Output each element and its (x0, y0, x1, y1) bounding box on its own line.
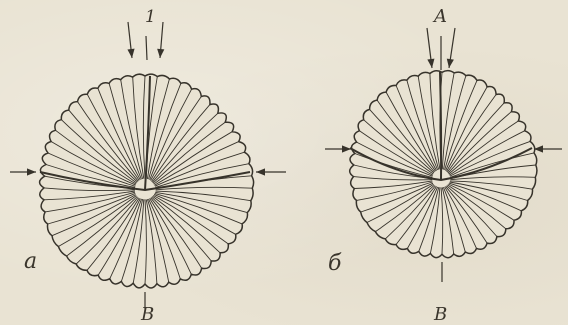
figure-a-caption: а (24, 249, 37, 274)
fig-a-arrow-top-left (127, 22, 134, 58)
fig-b-arrow-top-right (447, 28, 455, 68)
figure-a-bottom-label: B (140, 304, 154, 325)
fig-a-arrow-left-head (27, 168, 36, 175)
fig-b-arrow-top-right-head (447, 59, 454, 68)
fig-a-arrow-right-head (256, 168, 265, 175)
fig-a-arrow-right (256, 168, 286, 175)
fig-a-arrow-top-left-head (127, 49, 134, 58)
figure-b-top-label: A (432, 6, 447, 27)
fig-b-arrow-left (325, 145, 351, 152)
figure-b-caption: б (328, 251, 342, 276)
fig-b-arrow-right-head (534, 145, 543, 152)
fig-a-arrow-top-right (157, 22, 164, 58)
figure-b-bottom-label: B (433, 304, 447, 325)
fig-a-top-axis (146, 36, 147, 60)
figure-a-top-label: 1 (145, 7, 156, 27)
fig-a-arrow-left (10, 168, 36, 175)
fig-a-arrow-top-right-head (157, 49, 164, 58)
fig-b-arrow-right (534, 145, 562, 152)
fig-b-arrow-top-left-head (427, 59, 434, 68)
fig-b-arrow-left-head (342, 145, 351, 152)
fig-b-arrow-top-left (427, 28, 434, 68)
figure-a (10, 22, 286, 312)
figure-b (325, 28, 562, 282)
